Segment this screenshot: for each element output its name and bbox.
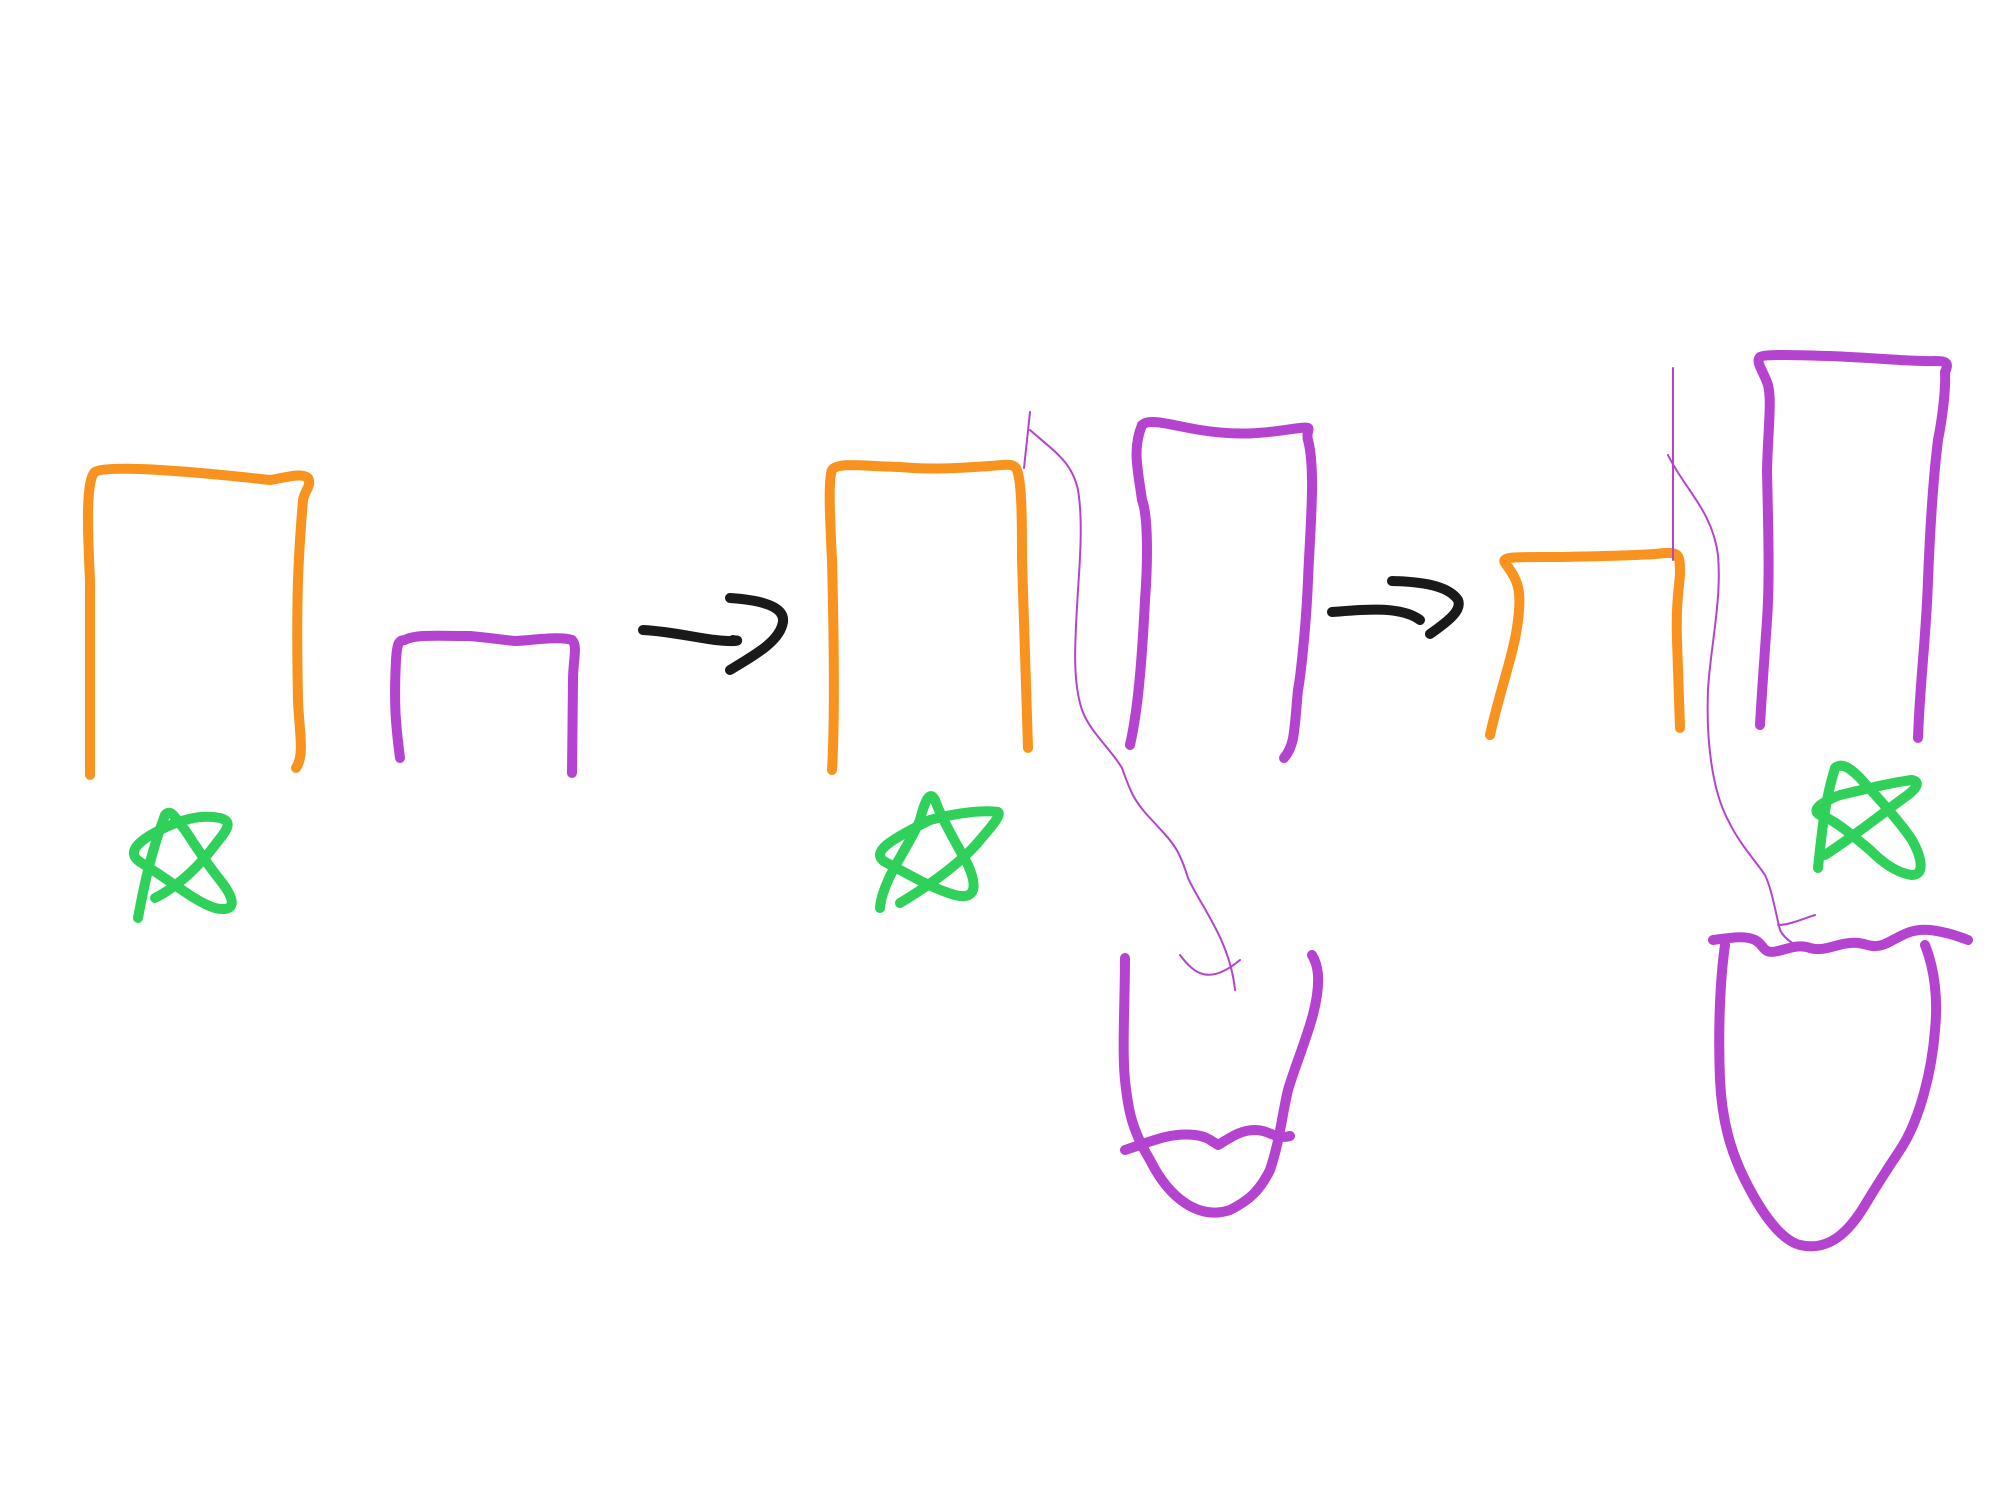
star-icon [875, 791, 1004, 913]
green-star-marker-3 [1811, 760, 1926, 880]
purple-cup-stage-2 [1118, 950, 1324, 1218]
purple-tallest-bracket-stage-3 [1753, 350, 1952, 743]
arrow-icon [1327, 576, 1464, 639]
stage-3 [1485, 350, 1973, 1252]
star-icon [1811, 760, 1926, 880]
green-star-marker-2 [875, 791, 1004, 913]
orange-tall-bracket [82, 463, 315, 780]
purple-tall-bracket-stage-2 [1125, 417, 1318, 763]
purple-thin-connector-2 [1667, 367, 1816, 950]
purple-wavy-line-stage-3 [1708, 924, 1973, 957]
star-icon [129, 808, 237, 923]
orange-bracket-stage-2 [824, 459, 1033, 775]
stage-1 [82, 463, 788, 923]
stage-2 [824, 411, 1464, 1218]
green-star-marker-1 [129, 808, 237, 923]
arrow-icon [638, 593, 788, 675]
purple-short-bracket [390, 630, 580, 778]
purple-wavy-line-stage-2 [1120, 1125, 1295, 1155]
orange-short-bracket-stage-3 [1485, 547, 1685, 740]
purple-cup-stage-3 [1714, 940, 1942, 1252]
purple-thin-connector-1 [1023, 411, 1241, 991]
